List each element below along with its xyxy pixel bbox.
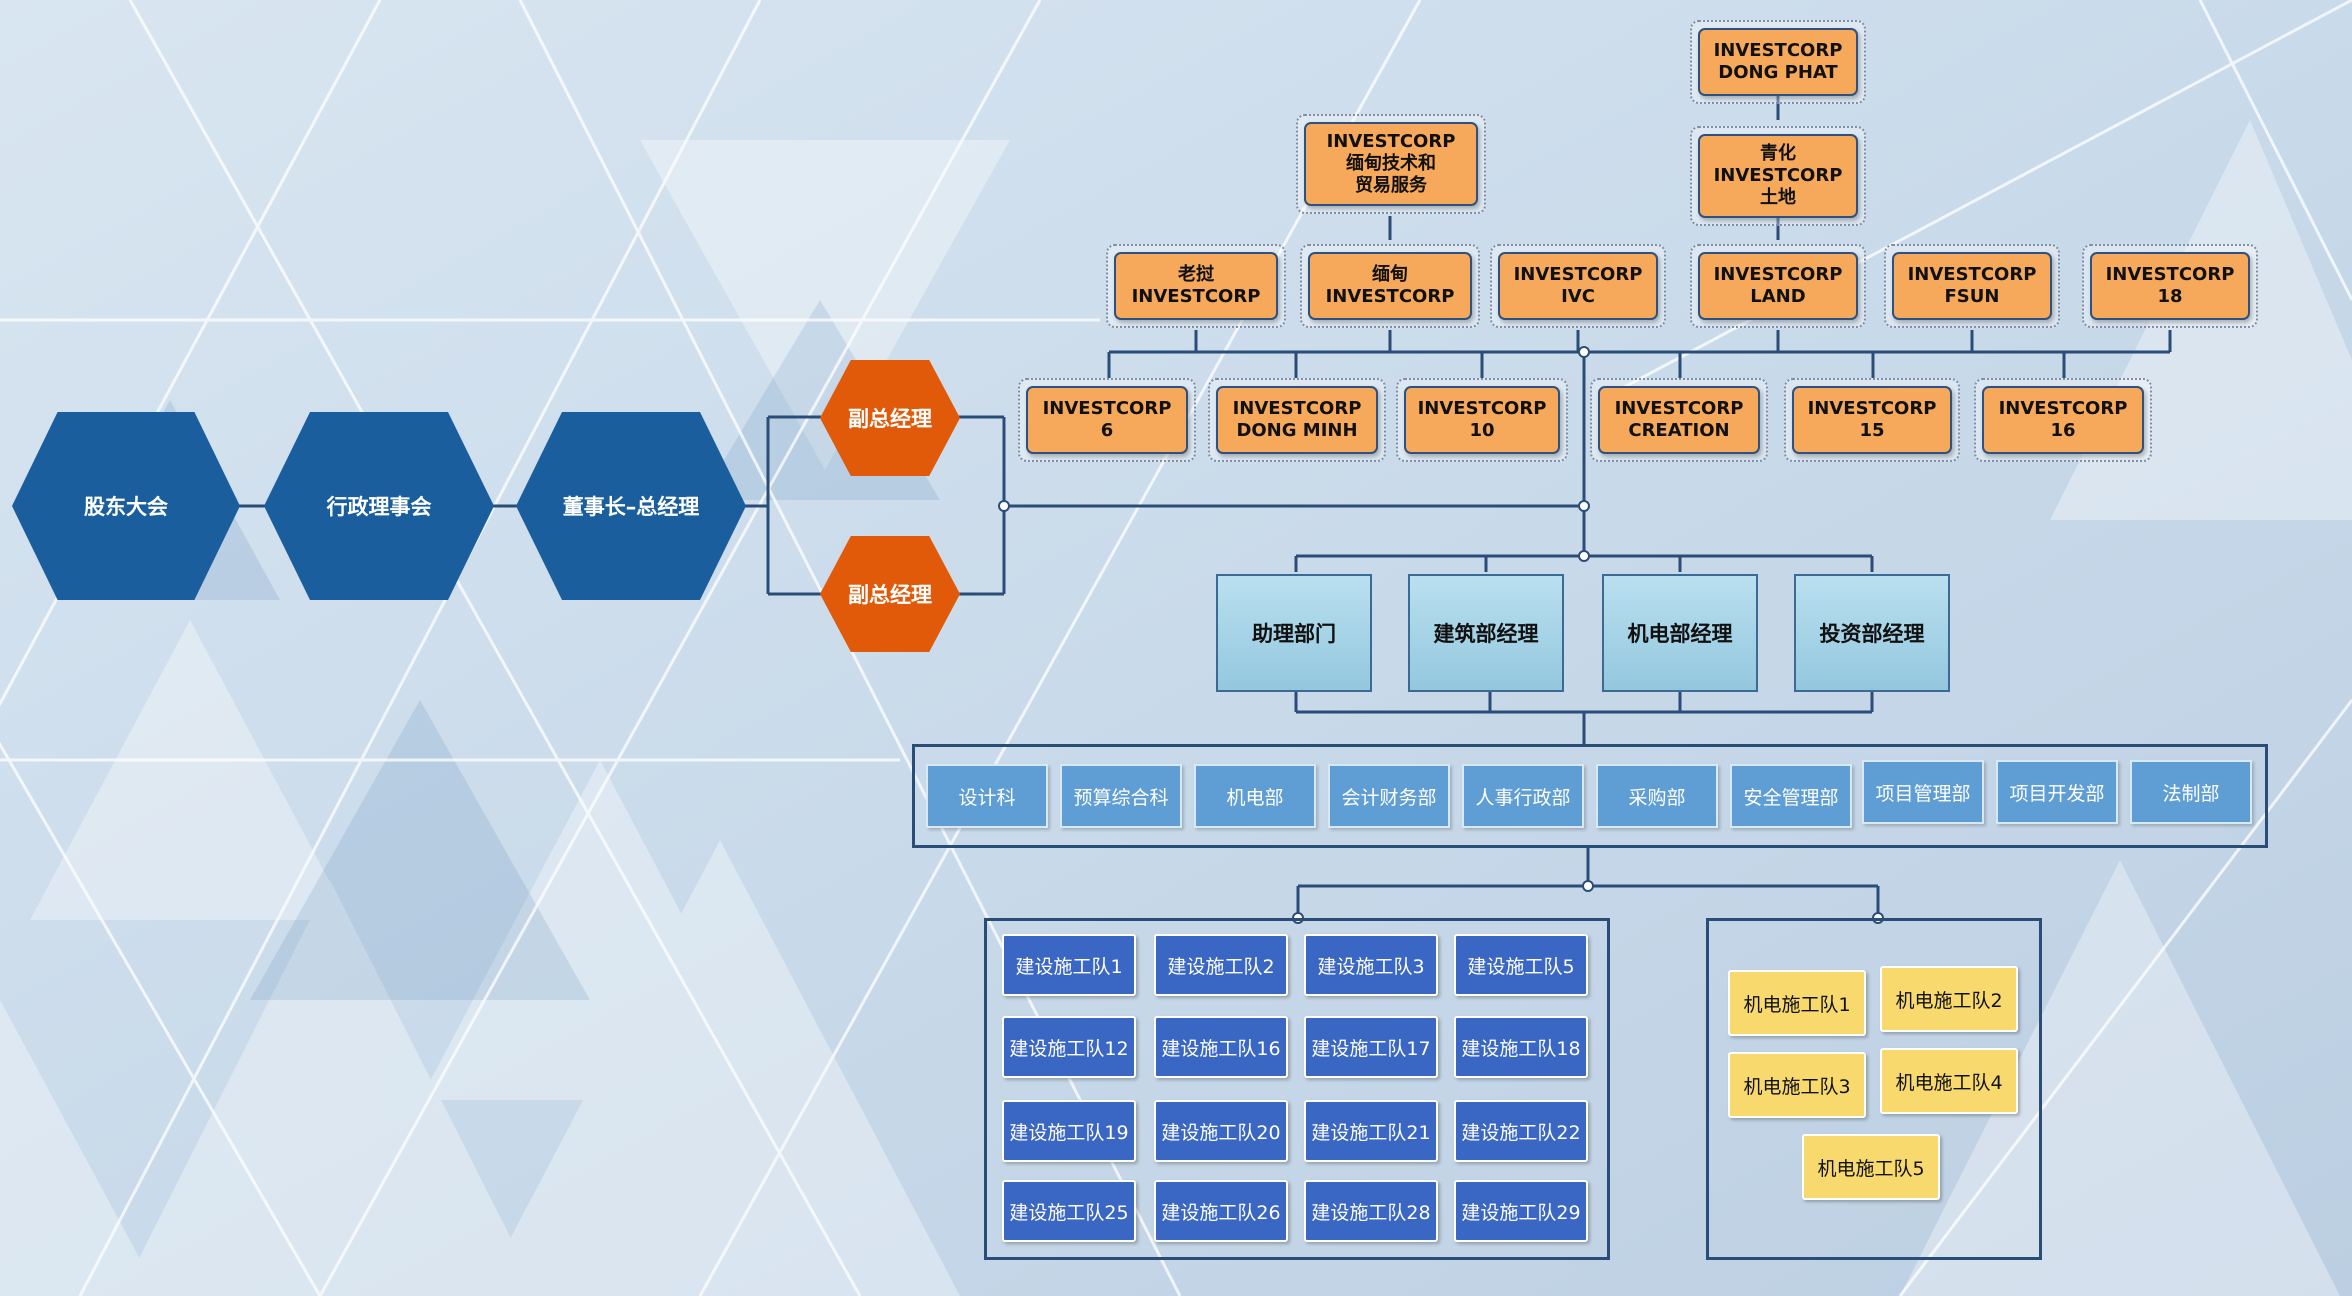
company-dong-phat: INVESTCORP DONG PHAT (1698, 28, 1858, 96)
mechanical-team: 机电施工队3 (1728, 1052, 1866, 1118)
company-dong-minh: INVESTCORP DONG MINH (1216, 386, 1378, 454)
company-myanmar: 缅甸 INVESTCORP (1308, 252, 1472, 320)
department-box: 人事行政部 (1462, 764, 1584, 828)
company-creation: INVESTCORP CREATION (1598, 386, 1760, 454)
vice-gm-node-2: 副总经理 (820, 536, 960, 652)
construction-team: 建设施工队21 (1304, 1100, 1438, 1162)
company-ivc: INVESTCORP IVC (1498, 252, 1658, 320)
department-box: 项目开发部 (1996, 760, 2118, 824)
mechanical-team: 机电施工队2 (1880, 966, 2018, 1032)
construction-teams-frame (984, 918, 1610, 1260)
company-15: INVESTCORP 15 (1792, 386, 1952, 454)
department-box: 采购部 (1596, 764, 1718, 828)
manager-mechanical-electrical: 机电部经理 (1602, 574, 1758, 692)
departments-frame (912, 744, 2268, 848)
company-land: INVESTCORP LAND (1698, 252, 1858, 320)
construction-team: 建设施工队5 (1454, 934, 1588, 996)
construction-team: 建设施工队25 (1002, 1180, 1136, 1242)
department-box: 机电部 (1194, 764, 1316, 828)
construction-team: 建设施工队26 (1154, 1180, 1288, 1242)
construction-team: 建设施工队28 (1304, 1180, 1438, 1242)
chairman-gm-node: 董事长–总经理 (516, 412, 746, 600)
construction-team: 建设施工队29 (1454, 1180, 1588, 1242)
company-thanh-hoa-land: 青化 INVESTCORP 土地 (1698, 134, 1858, 218)
board-node: 行政理事会 (264, 412, 494, 600)
mechanical-team: 机电施工队5 (1802, 1134, 1940, 1200)
department-box: 项目管理部 (1862, 760, 1984, 824)
construction-team: 建设施工队18 (1454, 1016, 1588, 1078)
company-fsun: INVESTCORP FSUN (1892, 252, 2052, 320)
department-box: 预算综合科 (1060, 764, 1182, 828)
vice-gm-node-1: 副总经理 (820, 360, 960, 476)
construction-team: 建设施工队12 (1002, 1016, 1136, 1078)
department-box: 法制部 (2130, 760, 2252, 824)
company-16: INVESTCORP 16 (1982, 386, 2144, 454)
construction-team: 建设施工队3 (1304, 934, 1438, 996)
company-laos: 老挝 INVESTCORP (1114, 252, 1278, 320)
mechanical-team: 机电施工队4 (1880, 1048, 2018, 1114)
company-6: INVESTCORP 6 (1026, 386, 1188, 454)
construction-team: 建设施工队1 (1002, 934, 1136, 996)
mechanical-teams-frame (1706, 918, 2042, 1260)
construction-team: 建设施工队2 (1154, 934, 1288, 996)
department-box: 安全管理部 (1730, 764, 1852, 828)
construction-team: 建设施工队20 (1154, 1100, 1288, 1162)
construction-team: 建设施工队19 (1002, 1100, 1136, 1162)
company-18: INVESTCORP 18 (2090, 252, 2250, 320)
manager-assistant-dept: 助理部门 (1216, 574, 1372, 692)
company-10: INVESTCORP 10 (1404, 386, 1560, 454)
construction-team: 建设施工队16 (1154, 1016, 1288, 1078)
shareholders-meeting-node: 股东大会 (12, 412, 240, 600)
mechanical-team: 机电施工队1 (1728, 970, 1866, 1036)
company-myanmar-trade-services: INVESTCORP 缅甸技术和 贸易服务 (1304, 122, 1478, 206)
manager-investment: 投资部经理 (1794, 574, 1950, 692)
construction-team: 建设施工队17 (1304, 1016, 1438, 1078)
manager-construction: 建筑部经理 (1408, 574, 1564, 692)
construction-team: 建设施工队22 (1454, 1100, 1588, 1162)
department-box: 设计科 (926, 764, 1048, 828)
department-box: 会计财务部 (1328, 764, 1450, 828)
